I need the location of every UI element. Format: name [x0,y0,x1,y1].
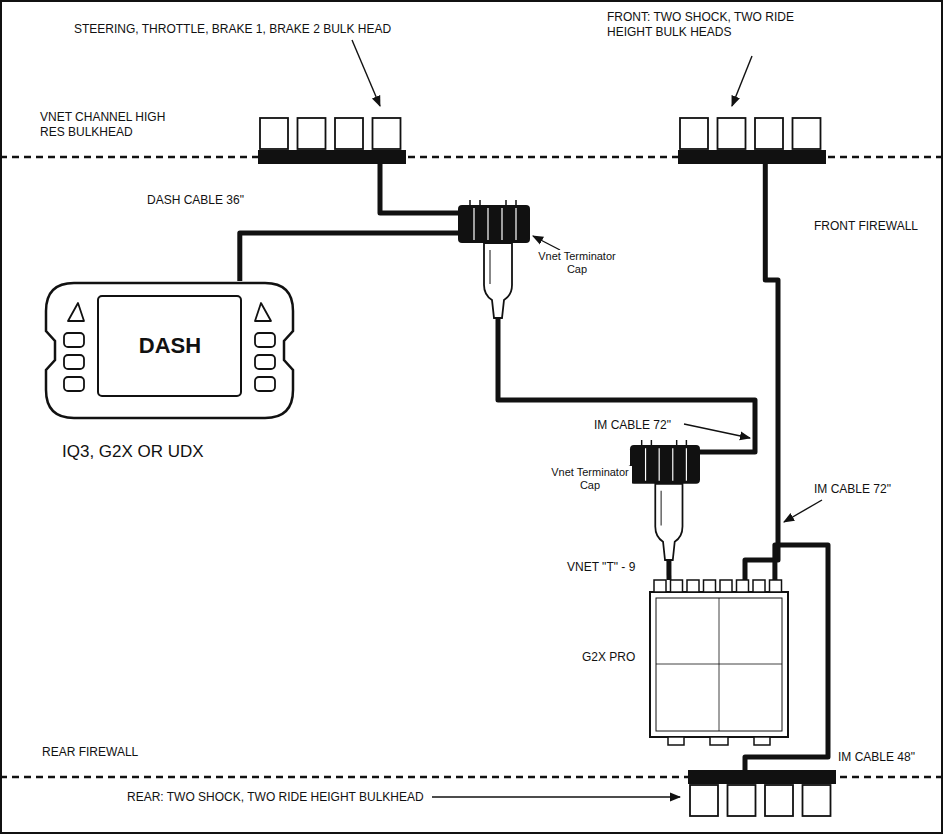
cable [380,164,458,213]
annotation-label: FRONT FIREWALL [812,219,920,234]
annotation-label: IM CABLE 72" [812,482,893,497]
cap-outline [630,440,700,560]
node-text: REAR: TWO SHOCK, TWO RIDE HEIGHT BULKHEA… [125,790,429,805]
annotation-label: DASH CABLE 36" [145,193,246,208]
bulk-outline [688,770,836,784]
node-text: DASH [139,332,201,360]
node-text: Vnet Terminator Cap [535,250,619,275]
bulk-outline [678,150,826,164]
cap-outline [458,200,530,318]
node-text: FRONT: TWO SHOCK, TWO RIDE HEIGHT BULK H… [605,10,805,40]
rear-bulkhead: REAR: TWO SHOCK, TWO RIDE HEIGHT BULKHEA… [688,770,836,784]
node-text: G2X PRO [580,650,646,665]
terminator-cap: Vnet Terminator Cap [630,440,700,560]
annotation-label: VNET CHANNEL HIGH RES BULKHEAD [38,110,170,140]
bulk-outline [258,150,406,164]
bulkhead-connectors [688,784,836,818]
terminator-cap: Vnet Terminator Cap [458,200,530,318]
cable [498,318,755,452]
node-text: STEERING, THROTTLE, BRAKE 1, BRAKE 2 BUL… [72,22,476,37]
annotation-label: IM CABLE 72" [592,418,673,433]
front-bulkhead: FRONT: TWO SHOCK, TWO RIDE HEIGHT BULK H… [678,150,826,164]
node-text: IQ3, G2X OR UDX [60,441,206,462]
annotation-label: IM CABLE 48" [836,750,917,765]
node-text: Vnet Terminator Cap [548,466,632,491]
cable [666,560,671,580]
cable [240,233,458,281]
dash-display: DASHIQ3, G2X OR UDX [44,281,295,420]
g2x-outline [648,580,790,745]
steering-bulkhead: STEERING, THROTTLE, BRAKE 1, BRAKE 2 BUL… [258,150,406,164]
annotation-label: VNET "T" - 9 [565,560,637,575]
cable [745,164,778,580]
bulkhead-connectors [258,117,406,151]
annotation-label: REAR FIREWALL [40,745,140,760]
bulkhead-connectors [678,117,826,151]
g2x-pro-unit: G2X PRO [648,580,790,745]
